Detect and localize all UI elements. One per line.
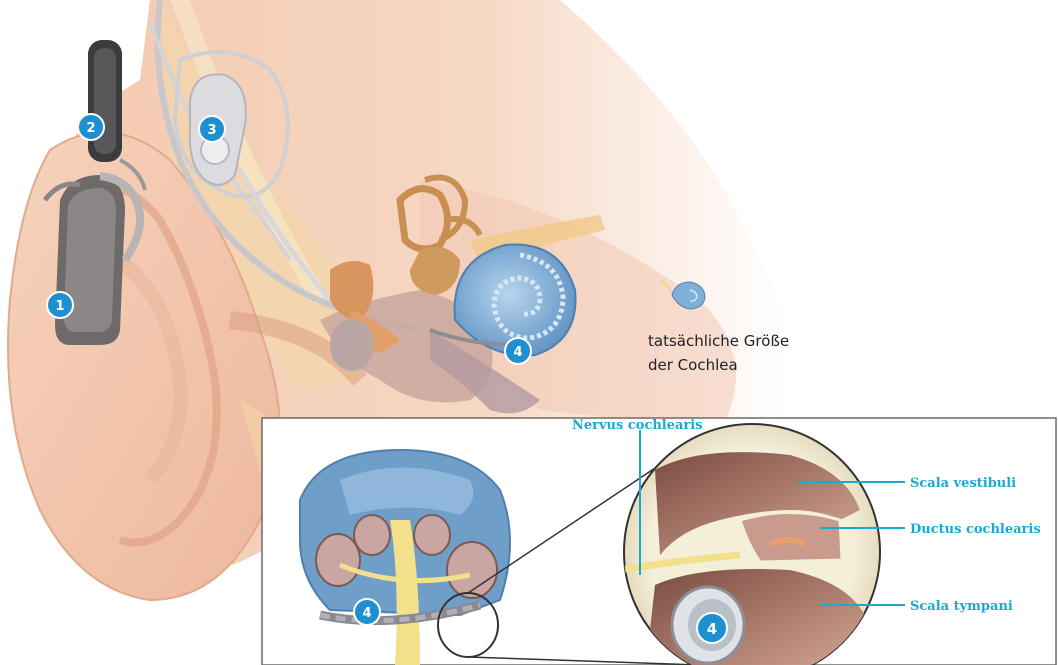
svg-text:4: 4: [362, 606, 371, 621]
size-note-line2: der Cochlea: [648, 356, 738, 374]
svg-text:3: 3: [207, 123, 216, 138]
label-scala-tympani: Scala tympani: [910, 599, 1013, 614]
label-scala-vestibuli: Scala vestibuli: [910, 476, 1016, 491]
badge-coil: 2: [78, 114, 104, 140]
svg-text:4: 4: [707, 620, 717, 638]
size-note-line1: tatsächliche Größe: [648, 332, 789, 350]
svg-text:1: 1: [55, 299, 64, 314]
svg-text:2: 2: [86, 121, 95, 136]
inset-panel: Nervus cochlearis Scala vestibuli Ductus…: [262, 418, 1056, 665]
svg-text:4: 4: [513, 345, 522, 360]
label-ductus-cochlearis: Ductus cochlearis: [910, 522, 1041, 537]
badge-processor: 1: [47, 292, 73, 318]
label-nervus-cochlearis: Nervus cochlearis: [572, 418, 703, 433]
badge-implant: 3: [199, 116, 225, 142]
badge-electrode-inset: 4: [354, 599, 380, 625]
badge-electrode-cochlea: 4: [505, 338, 531, 364]
badge-electrode-cross-section: 4: [697, 613, 727, 643]
